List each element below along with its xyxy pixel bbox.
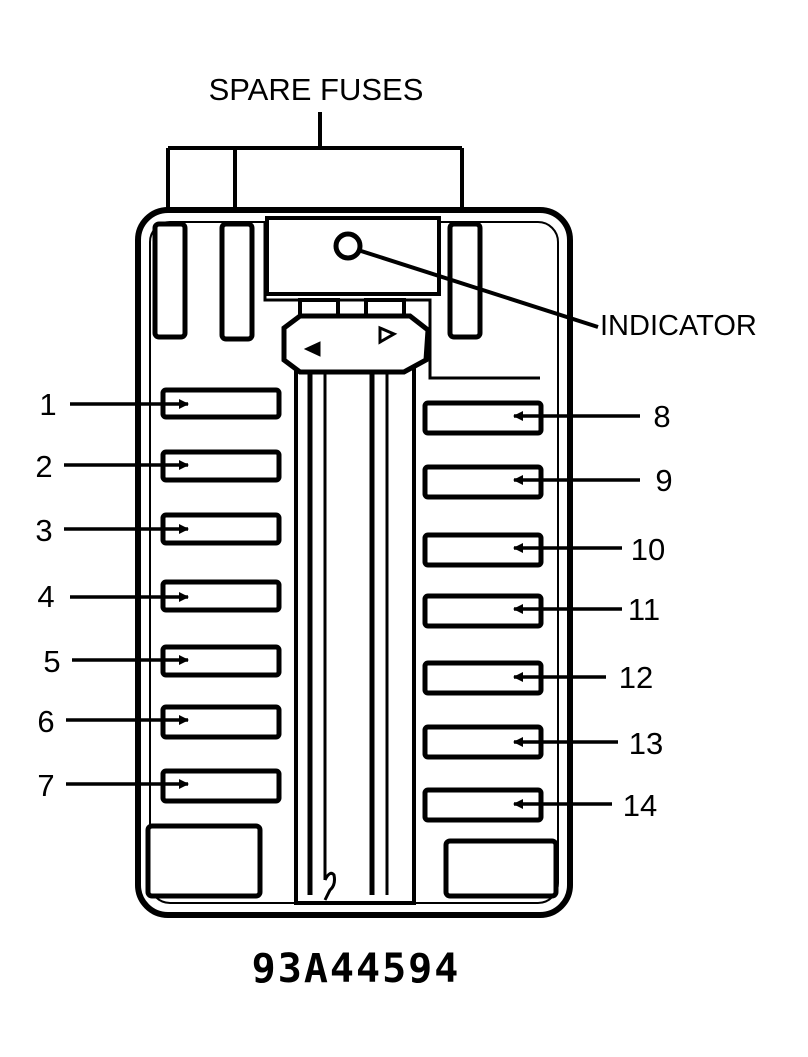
- fuse-number-2: 2: [35, 449, 52, 484]
- fuse-number-13: 13: [629, 726, 663, 761]
- fuse-slot-11: [422, 593, 544, 629]
- fuse-number-7: 7: [37, 768, 54, 803]
- fuse-number-1: 1: [39, 387, 56, 422]
- left-fuse-numbers: 1 2 3 4 5 6 7: [35, 387, 60, 803]
- spare-fuses-label: SPARE FUSES: [209, 72, 424, 107]
- fuse-slot-7: [160, 768, 282, 804]
- spare-fuse-slot: [219, 221, 255, 342]
- spare-fuse-slot: [152, 221, 188, 340]
- right-fuse-slots: [422, 400, 544, 823]
- bottom-right-block: [443, 838, 559, 899]
- right-fuse-leaders: [513, 411, 640, 809]
- left-fuse-slots: [160, 387, 282, 804]
- fuse-number-8: 8: [653, 399, 670, 434]
- fuse-number-3: 3: [35, 513, 52, 548]
- fuse-number-4: 4: [37, 579, 54, 614]
- bottom-left-block: [145, 823, 263, 899]
- indicator-lamp: [333, 231, 363, 261]
- fuse-slot-6: [160, 704, 282, 740]
- fuse-number-6: 6: [37, 704, 54, 739]
- figure-code: 93A44594: [252, 946, 461, 992]
- indicator-label: INDICATOR: [600, 310, 757, 342]
- fuse-number-10: 10: [631, 532, 665, 567]
- fuse-puller: [281, 298, 431, 905]
- fuse-slot-9: [422, 464, 544, 500]
- bottom-blocks: [145, 823, 559, 899]
- fuse-slot-10: [422, 532, 544, 568]
- right-fuse-numbers: 8 9 10 11 12 13 14: [619, 399, 673, 823]
- fuse-slot-8: [422, 400, 544, 436]
- fuse-number-11: 11: [628, 592, 660, 627]
- left-fuse-leaders: [64, 399, 189, 789]
- fuse-number-14: 14: [623, 788, 657, 823]
- fuse-number-9: 9: [655, 463, 672, 498]
- fuse-number-12: 12: [619, 660, 653, 695]
- indicator-window: [265, 216, 599, 329]
- spare-fuse-slots: [152, 221, 483, 342]
- fuse-number-5: 5: [43, 644, 60, 679]
